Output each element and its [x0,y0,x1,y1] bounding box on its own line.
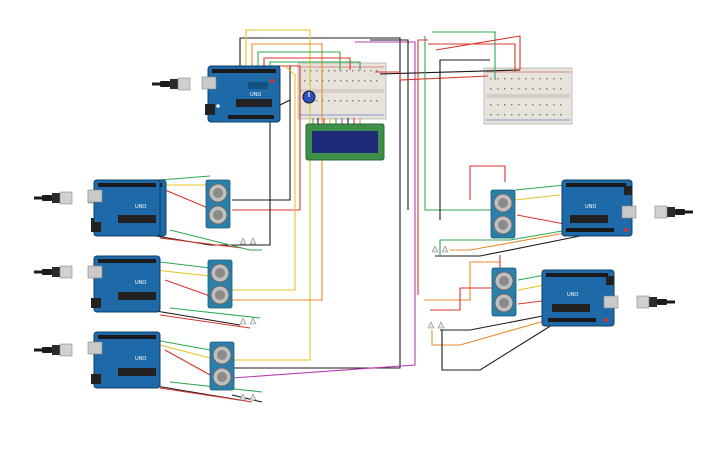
ultrasonic-4 [490,189,516,239]
buzzer-component [427,321,445,329]
buzzer-component [239,237,257,245]
ultrasonic-1 [205,179,231,229]
potentiometer [302,90,316,104]
board-label: UNO [250,92,261,98]
uno-left-2: UNO [32,255,161,313]
lcd-16x2 [305,123,385,161]
board-label: UNO [135,356,146,362]
uno-top: UNO [150,65,281,123]
board-label: UNO [135,204,146,210]
uno-right-1: UNO [561,179,695,237]
uno-left-1: UNO [32,179,167,237]
ultrasonic-5 [491,267,517,317]
ultrasonic-2 [207,259,233,309]
board-label: UNO [135,280,146,286]
uno-left-3: UNO [32,331,161,389]
ultrasonic-3 [209,341,235,391]
breadboard-left [297,62,387,120]
uno-right-2: UNO [541,269,677,327]
breadboard-right [483,67,573,125]
buzzer-component [239,317,257,325]
board-label: UNO [567,292,578,298]
wires [149,29,581,403]
board-label: UNO [585,204,596,210]
